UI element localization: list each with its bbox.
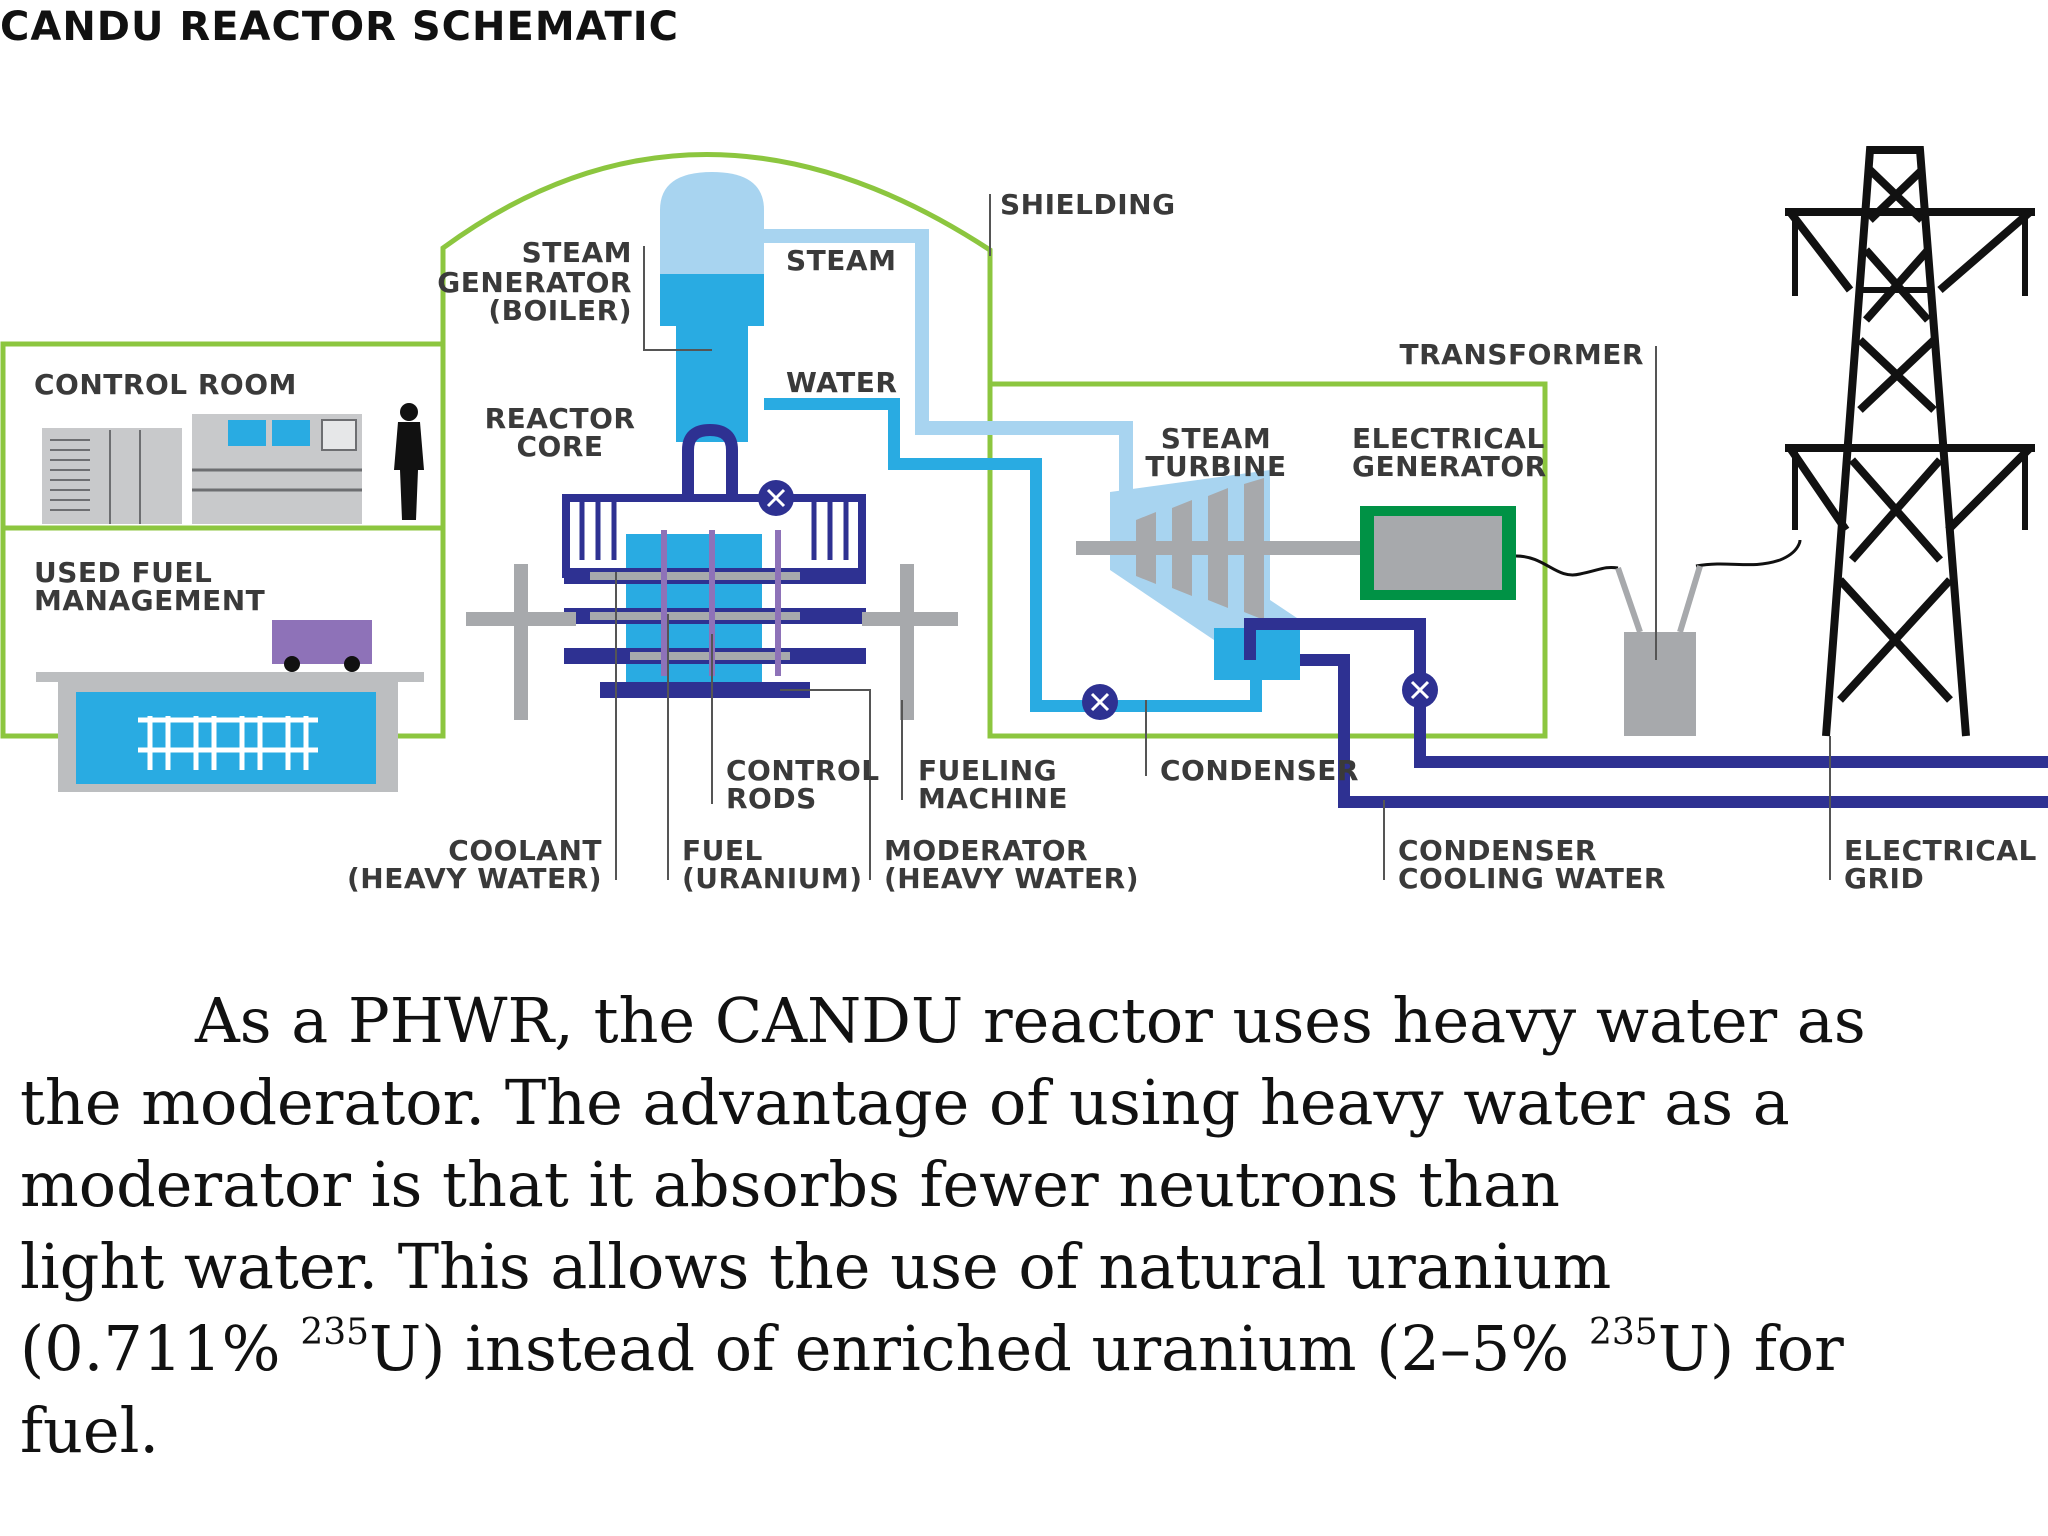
label-electrical-grid-1: ELECTRICAL	[1844, 834, 2037, 867]
label-coolant-1: COOLANT	[448, 834, 602, 867]
label-electrical-grid-2: GRID	[1844, 862, 1924, 895]
label-moderator-2: (HEAVY WATER)	[884, 862, 1139, 895]
label-used-fuel-2: MANAGEMENT	[34, 584, 265, 617]
label-condenser: CONDENSER	[1160, 754, 1359, 787]
caption-line-2: the moderator. The advantage of using he…	[20, 1066, 1790, 1139]
water-pipe	[764, 398, 1262, 712]
label-condenser-cooling-water-1: CONDENSER	[1398, 834, 1597, 867]
caption-line-5c: U) for	[1657, 1312, 1844, 1385]
caption-sup-2: 235	[1588, 1312, 1658, 1353]
label-water: WATER	[786, 366, 897, 399]
caption-line-3: moderator is that it absorbs fewer neutr…	[20, 1148, 1560, 1221]
steam-generator	[660, 172, 764, 442]
label-fueling-machine-2: MACHINE	[918, 782, 1068, 815]
person-silhouette-icon	[394, 403, 424, 520]
steam-pipe	[764, 229, 1133, 500]
label-control-room: CONTROL ROOM	[34, 368, 297, 401]
caption-line-6: fuel.	[20, 1394, 160, 1467]
label-steam-generator-1: STEAM	[522, 236, 632, 269]
caption-paragraph: As a PHWR, the CANDU reactor uses heavy …	[20, 980, 2020, 1472]
label-steam-turbine-2: TURBINE	[1145, 450, 1286, 483]
insulators	[1792, 212, 2028, 530]
label-control-rods-1: CONTROL	[726, 754, 880, 787]
control-room-consoles	[42, 414, 362, 524]
label-used-fuel-1: USED FUEL	[34, 556, 212, 589]
fueling-machines	[466, 564, 958, 720]
label-electrical-generator-1: ELECTRICAL	[1352, 422, 1545, 455]
caption-line-1: As a PHWR, the CANDU reactor uses heavy …	[195, 984, 1866, 1057]
label-reactor-core-2: CORE	[516, 430, 603, 463]
condenser-return-pipe	[1300, 654, 2048, 808]
label-steam: STEAM	[786, 244, 896, 277]
label-fuel-2: (URANIUM)	[682, 862, 863, 895]
label-coolant-2: (HEAVY WATER)	[347, 862, 602, 895]
steam-turbine	[1076, 470, 1376, 680]
label-steam-turbine-1: STEAM	[1161, 422, 1271, 455]
diagram-title: CANDU REACTOR SCHEMATIC	[0, 4, 679, 50]
label-steam-generator-2: GENERATOR	[437, 266, 632, 299]
condenser-cooling-water-pipe	[1244, 618, 2048, 768]
label-control-rods-2: RODS	[726, 782, 817, 815]
caption-line-4: light water. This allows the use of natu…	[20, 1230, 1612, 1303]
label-reactor-core-1: REACTOR	[485, 402, 636, 435]
transformer	[1515, 539, 1802, 736]
transmission-tower-icon	[1785, 146, 2035, 737]
label-fuel-1: FUEL	[682, 834, 763, 867]
caption-line-5b: U) instead of enriched uranium (2–5%	[369, 1312, 1589, 1385]
label-condenser-cooling-water-2: COOLING WATER	[1398, 862, 1666, 895]
label-moderator-1: MODERATOR	[884, 834, 1088, 867]
used-fuel-pool	[36, 620, 424, 792]
label-fueling-machine-1: FUELING	[918, 754, 1057, 787]
reactor-core	[562, 423, 866, 698]
label-electrical-generator-2: GENERATOR	[1352, 450, 1547, 483]
turbine-hall	[987, 381, 1548, 739]
caption-line-5a: (0.711%	[20, 1312, 301, 1385]
label-transformer: TRANSFORMER	[1400, 338, 1644, 371]
label-steam-generator-3: (BOILER)	[488, 294, 632, 327]
electrical-generator	[1360, 506, 1516, 600]
reactor-building-dome	[440, 152, 993, 736]
leader-lines	[615, 194, 1831, 880]
label-shielding: SHIELDING	[1000, 188, 1176, 221]
candu-schematic: CANDU REACTOR SCHEMATIC	[0, 4, 2048, 895]
caption-sup-1: 235	[300, 1312, 370, 1353]
